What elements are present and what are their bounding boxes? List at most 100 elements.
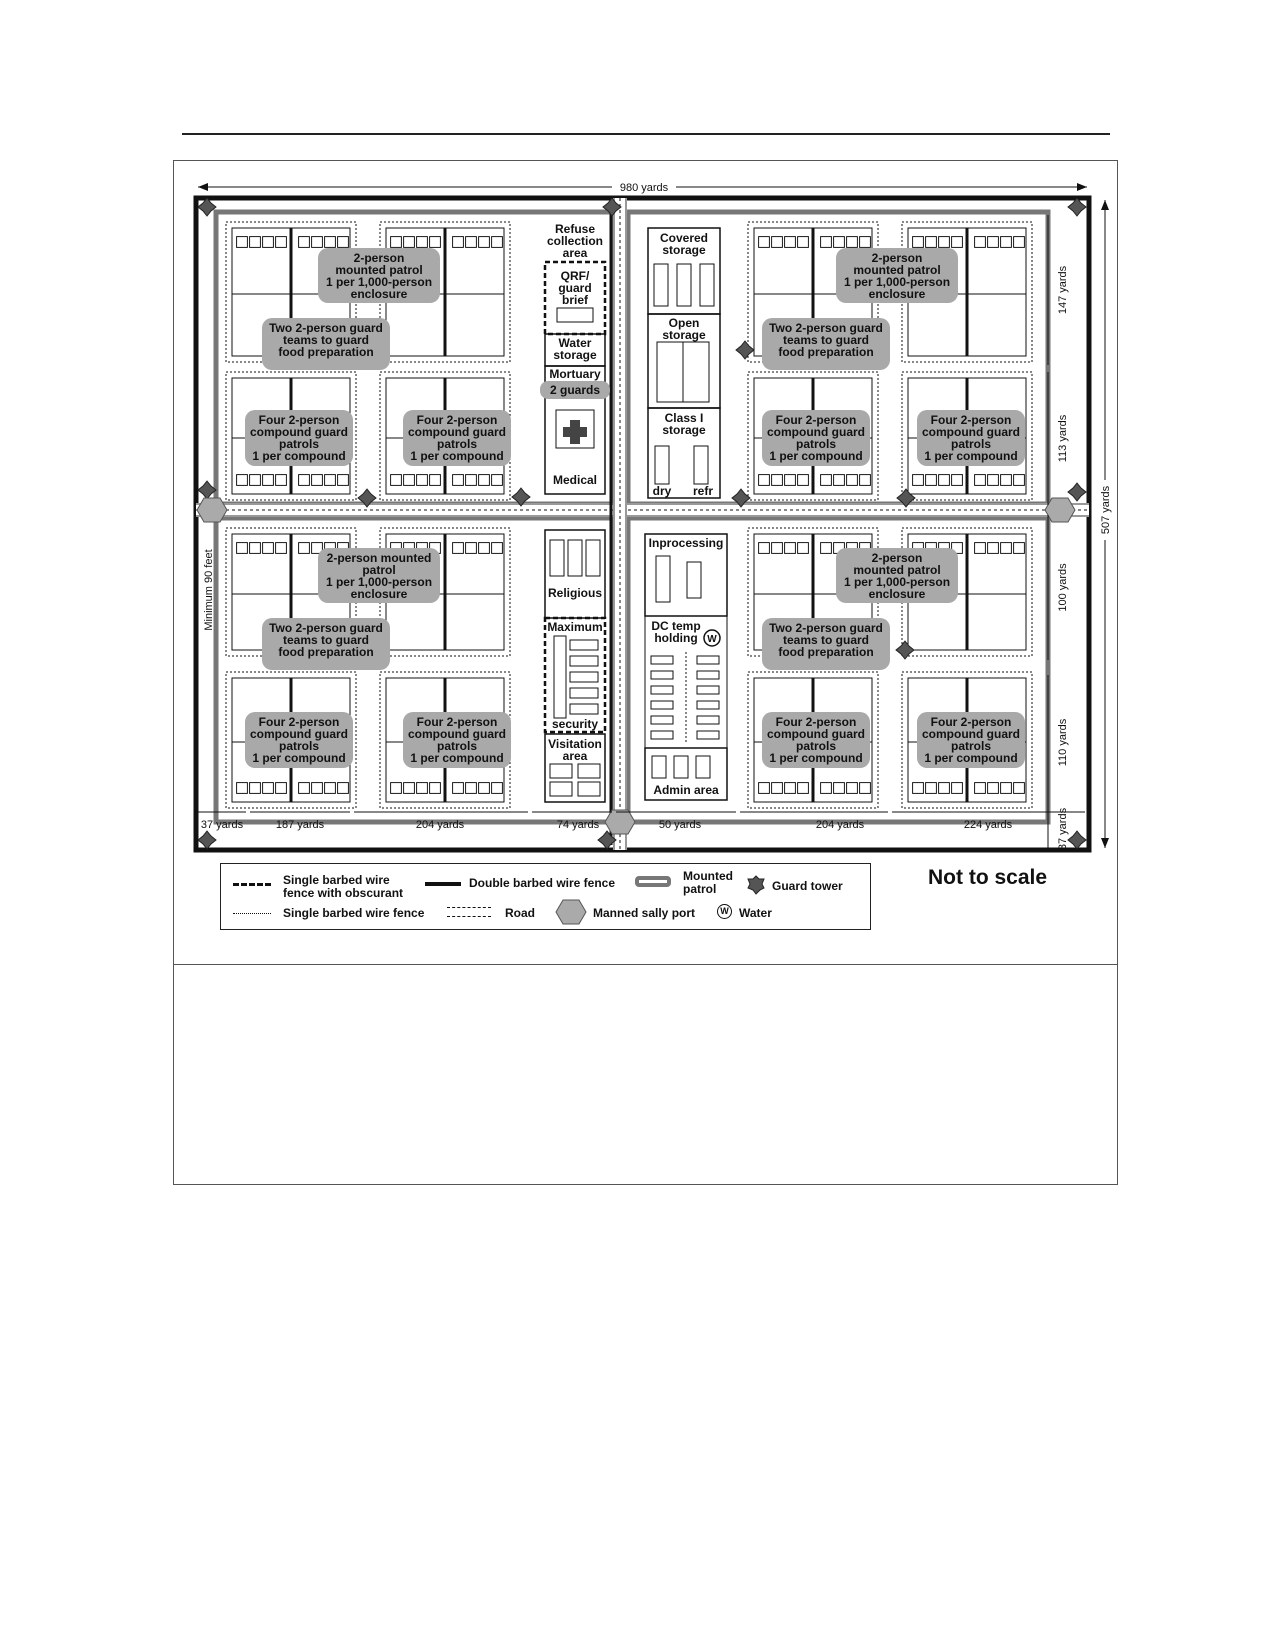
covered-storage-label: Covered	[660, 231, 708, 245]
food-guard-sw-text: teams to guard	[283, 633, 369, 647]
shelter-tent	[925, 781, 937, 795]
shelter-tent	[403, 235, 415, 249]
shelter-tent	[974, 541, 986, 555]
patrol-mounted-se-text: enclosure	[869, 587, 926, 601]
shelter-tent	[324, 473, 336, 487]
shelter-tent	[416, 235, 428, 249]
dc-temp-label: holding	[654, 631, 697, 645]
max-sec-cell	[569, 639, 599, 651]
guard-tower-icon	[602, 197, 622, 217]
legend-guard-tower-label: Guard tower	[772, 879, 843, 893]
shelter-tent	[390, 235, 402, 249]
shelter-tent	[429, 235, 441, 249]
compound-guard-3-text: compound guard	[767, 425, 865, 439]
shelter-tent	[465, 541, 477, 555]
qrf-building	[556, 307, 594, 323]
dim-label-bg	[1098, 480, 1112, 540]
admin-building	[673, 755, 689, 779]
guard-tower-icon	[731, 488, 751, 508]
compound-guard-1-text: compound guard	[250, 425, 348, 439]
guard-tower-icon	[197, 830, 217, 850]
compound-7	[225, 671, 357, 809]
shelter-tent	[938, 781, 950, 795]
shelter-tent	[236, 473, 248, 487]
shelter-tent	[820, 781, 832, 795]
maximum-label: Maximum	[547, 620, 602, 634]
legend-obscurant-line	[233, 883, 271, 886]
compound-guard-4-text: 1 per compound	[924, 449, 1017, 463]
legend-road-line	[447, 907, 491, 917]
shelter-tent	[987, 541, 999, 555]
food-guard-ne-text: teams to guard	[783, 333, 869, 347]
shelter-tent	[758, 473, 770, 487]
dc-temp-cell	[650, 655, 674, 665]
patrol-mounted-nw-text: mounted patrol	[335, 263, 422, 277]
shelter-tent	[974, 473, 986, 487]
water-icon: W	[717, 904, 732, 919]
shelter-tent	[416, 781, 428, 795]
legend-obscurant-label: Single barbed wire fence with obscurant	[283, 873, 404, 900]
compound-guard-5-bubble	[245, 712, 353, 768]
shelter-tent	[771, 235, 783, 249]
patrol-mounted-sw-text: 1 per 1,000-person	[326, 575, 432, 589]
shelter-tent	[275, 541, 287, 555]
shelter-tent	[859, 235, 871, 249]
maximum-security-area	[543, 616, 607, 734]
patrol-mounted-ne-text: mounted patrol	[853, 263, 940, 277]
compound-guard-7-text: Four 2-person	[776, 715, 857, 729]
dim-bottom-segment-label: 187 yards	[276, 819, 325, 831]
shelter-tent	[1000, 781, 1012, 795]
food-guard-sw-text: food preparation	[278, 645, 373, 659]
food-guard-ne-text: food preparation	[778, 345, 873, 359]
compound-guard-6-text: patrols	[437, 739, 477, 753]
compound-guard-3-text: 1 per compound	[769, 449, 862, 463]
shelter-tent	[758, 541, 770, 555]
admin-area	[644, 747, 728, 801]
outer-double-fence	[193, 195, 1092, 853]
guard-tower-icon	[895, 640, 915, 660]
shelter-tent	[1000, 235, 1012, 249]
shelter-tent	[925, 235, 937, 249]
shelter-tent	[452, 235, 464, 249]
medical-building	[555, 409, 595, 449]
shelter-tent	[478, 541, 490, 555]
shelter-tent	[912, 235, 924, 249]
dc-temp-cell	[650, 685, 674, 695]
water-symbol-text: W	[707, 634, 717, 645]
max-sec-cell	[569, 703, 599, 715]
patrol-mounted-sw-text: patrol	[362, 563, 395, 577]
shelter-tent	[784, 235, 796, 249]
compound-guard-2-text: Four 2-person	[417, 413, 498, 427]
open-storage-label: Open	[669, 316, 700, 330]
dc-temp-cell	[650, 700, 674, 710]
dim-bottom-segment-label: 50 yards	[659, 819, 702, 831]
shelter-tent	[298, 781, 310, 795]
compound-guard-8-text: Four 2-person	[931, 715, 1012, 729]
compound-guard-1-text: Four 2-person	[259, 413, 340, 427]
arrowhead	[198, 183, 208, 191]
religious-building	[585, 539, 601, 577]
compound-guard-8-text: 1 per compound	[924, 751, 1017, 765]
compound-guard-4-text: Four 2-person	[931, 413, 1012, 427]
dim-bottom-segment-label: 74 yards	[557, 819, 600, 831]
shelter-tent	[771, 781, 783, 795]
shelter-tent	[797, 473, 809, 487]
shelter-tent	[797, 541, 809, 555]
compound-guard-2-bubble	[403, 410, 511, 466]
compound-guard-7-bubble	[762, 712, 870, 768]
shelter-tent	[833, 781, 845, 795]
shelter-tent	[465, 781, 477, 795]
max-sec-building	[553, 635, 567, 719]
shelter-tent	[478, 781, 490, 795]
shelter-tent	[1000, 473, 1012, 487]
sally-port-icon	[604, 809, 636, 835]
guard-tower-icon	[597, 830, 617, 850]
admin-label: Admin area	[653, 783, 719, 797]
compound-guard-8-bubble	[917, 712, 1025, 768]
compound-guard-4-bubble	[917, 410, 1025, 466]
shelter-tent	[249, 541, 261, 555]
food-guard-nw-text: Two 2-person guard	[269, 321, 383, 335]
guard-tower-icon	[1067, 197, 1087, 217]
legend-water-label: Water	[739, 906, 772, 920]
